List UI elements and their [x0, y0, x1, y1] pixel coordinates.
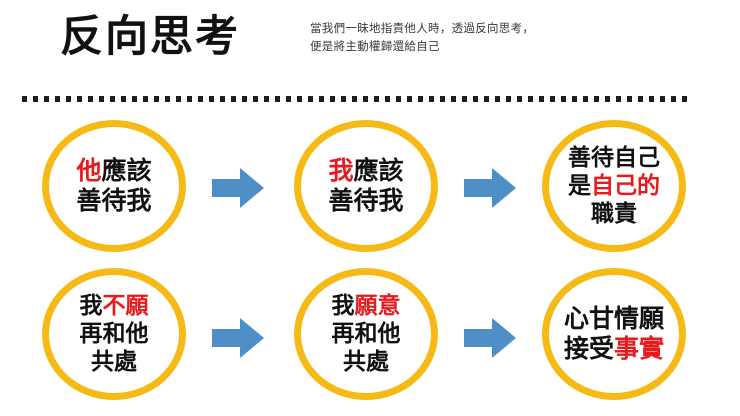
plain-text: 共處 — [91, 349, 137, 375]
arrow-right-2 — [464, 166, 516, 210]
plain-text: 我 — [79, 293, 103, 319]
arrow-right-3 — [212, 316, 264, 360]
node-text: 善待自己是自己的職責 — [568, 144, 660, 228]
node-text-line-2: 善待我 — [328, 186, 403, 216]
node-text-line-2: 再和他 — [80, 320, 149, 348]
node-treating-myself-well-is-my-duty: 善待自己是自己的職責 — [542, 120, 686, 252]
node-unwilling-to-be-with-him: 我不願再和他共處 — [42, 268, 186, 400]
plain-text: 再和他 — [79, 321, 149, 347]
node-he-should-treat-me-well: 他應該善待我 — [42, 120, 186, 252]
node-text-line-1: 心甘情願 — [564, 304, 664, 334]
subtitle-line-2: 便是將主動權歸還給自己 — [310, 39, 440, 53]
node-text-line-1: 他應該 — [76, 156, 151, 186]
node-text-line-2: 善待我 — [76, 186, 151, 216]
plain-text: 再和他 — [331, 321, 401, 347]
node-i-should-treat-myself-well: 我應該善待我 — [294, 120, 438, 252]
node-text-line-2: 接受事實 — [564, 334, 664, 364]
node-text: 我願意再和他共處 — [332, 292, 401, 376]
node-text: 他應該善待我 — [76, 156, 151, 216]
node-text: 我不願再和他共處 — [80, 292, 149, 376]
plain-text: 職責 — [591, 201, 637, 227]
node-gladly-accept-the-facts: 心甘情願接受事實 — [542, 268, 686, 400]
plain-text: 善待我 — [76, 186, 152, 215]
highlighted-text: 願意 — [354, 293, 401, 319]
subtitle: 當我們一昧地指責他人時，透過反向思考， 便是將主動權歸還給自己 — [310, 19, 640, 55]
node-text-line-3: 共處 — [80, 348, 149, 376]
node-text-line-1: 我不願 — [80, 292, 149, 320]
diagram-row-bottom: 我不願再和他共處 我願意再和他共處 心甘情願接受事實 — [0, 268, 740, 408]
highlighted-text: 他 — [76, 156, 102, 185]
node-text-line-2: 再和他 — [332, 320, 401, 348]
node-text-line-2: 是自己的 — [568, 172, 660, 200]
arrow-right-1 — [212, 166, 264, 210]
plain-text: 心甘情願 — [563, 304, 664, 333]
node-text-line-3: 職責 — [568, 200, 660, 228]
node-text: 心甘情願接受事實 — [564, 304, 664, 364]
page-title: 反向思考 — [60, 12, 240, 62]
plain-text: 善待我 — [328, 186, 404, 215]
plain-text: 接受 — [563, 334, 614, 363]
node-text-line-1: 我應該 — [328, 156, 403, 186]
plain-text: 善待自己 — [568, 145, 660, 171]
plain-text: 共處 — [343, 349, 389, 375]
highlighted-text: 事實 — [614, 334, 665, 363]
plain-text: 應該 — [353, 156, 404, 185]
highlighted-text: 自己的 — [591, 173, 660, 199]
highlighted-text: 不願 — [102, 293, 149, 319]
node-text-line-1: 我願意 — [332, 292, 401, 320]
node-text: 我應該善待我 — [328, 156, 403, 216]
dotted-divider — [22, 96, 690, 102]
plain-text: 應該 — [101, 156, 152, 185]
node-text-line-1: 善待自己 — [568, 144, 660, 172]
arrow-right-4 — [464, 316, 516, 360]
subtitle-line-1: 當我們一昧地指責他人時，透過反向思考， — [310, 21, 535, 35]
diagram-row-top: 他應該善待我 我應該善待我 善待自己是自己的職責 — [0, 120, 740, 260]
plain-text: 是 — [568, 173, 591, 199]
node-willing-to-be-with-him: 我願意再和他共處 — [294, 268, 438, 400]
node-text-line-3: 共處 — [332, 348, 401, 376]
plain-text: 我 — [331, 293, 355, 319]
highlighted-text: 我 — [328, 156, 354, 185]
